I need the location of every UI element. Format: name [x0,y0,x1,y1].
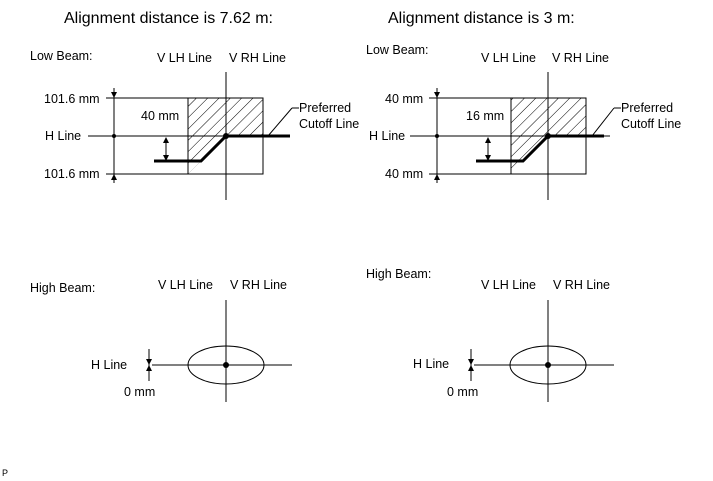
leader-line [591,107,615,137]
v-lh-line-label: V LH Line [481,278,536,292]
h-line-dot [435,134,439,138]
cutoff-line-label: Cutoff Line [299,117,359,131]
leader-line [267,107,293,137]
low-beam-label: Low Beam: [366,43,429,57]
beam-center-dot [545,362,551,368]
panel-title: Alignment distance is 7.62 m: [64,10,273,27]
cutoff-line [476,134,604,163]
h-line-dot [112,134,116,138]
v-lh-line-label: V LH Line [481,51,536,65]
panel-right: Alignment distance is 3 m: Low Beam: V L… [366,10,681,402]
arrow-up-icon [111,92,117,98]
v-rh-line-label: V RH Line [552,51,609,65]
panel-title: Alignment distance is 3 m: [388,10,575,27]
v-lh-line-label: V LH Line [158,278,213,292]
offset-label: 0 mm [124,385,155,399]
panel-left: Alignment distance is 7.62 m: Low Beam: … [30,10,359,402]
intersection-dot [223,133,229,139]
arrow-down-icon [468,359,474,365]
arrow-up-icon [434,92,440,98]
beam-ellipse [187,345,265,385]
cutoff-line-label: Cutoff Line [621,117,681,131]
corner-mark: P [2,468,8,478]
offset-label: 0 mm [447,385,478,399]
intersection-dot [545,133,551,139]
arrow-down-icon [485,155,491,161]
h-line-label: H Line [45,129,81,143]
arrow-down-icon [434,174,440,180]
offset-label: 40 mm [141,109,179,123]
v-rh-line-label: V RH Line [553,278,610,292]
high-beam-diagram: High Beam: V LH Line V RH Line H Line 0 … [366,267,614,402]
preferred-label: Preferred [299,101,351,115]
high-beam-label: High Beam: [366,267,431,281]
arrow-down-icon [163,155,169,161]
preferred-label: Preferred [621,101,673,115]
low-beam-diagram: Low Beam: V LH Line V RH Line 40 mm 40 m… [366,43,681,200]
arrow-up-icon [485,137,491,143]
high-beam-label: High Beam: [30,281,95,295]
offset-label: 16 mm [466,109,504,123]
lower-dim-label: 40 mm [385,167,423,181]
h-line-label: H Line [91,358,127,372]
arrow-down-icon [146,359,152,365]
lower-dim-label: 101.6 mm [44,167,100,181]
beam-center-dot [223,362,229,368]
low-beam-diagram: Low Beam: V LH Line V RH Line [30,49,359,200]
beam-ellipse [509,345,587,385]
high-beam-diagram: High Beam: V LH Line V RH Line H Line 0 … [30,278,292,402]
upper-dim-label: 101.6 mm [44,92,100,106]
arrow-up-icon [468,365,474,371]
v-lh-line-label: V LH Line [157,51,212,65]
cutoff-line [154,134,290,163]
low-beam-label: Low Beam: [30,49,93,63]
upper-dim-label: 40 mm [385,92,423,106]
v-rh-line-label: V RH Line [229,51,286,65]
h-line-label: H Line [369,129,405,143]
h-line-label: H Line [413,357,449,371]
arrow-down-icon [111,174,117,180]
arrow-up-icon [163,137,169,143]
arrow-up-icon [146,365,152,371]
v-rh-line-label: V RH Line [230,278,287,292]
